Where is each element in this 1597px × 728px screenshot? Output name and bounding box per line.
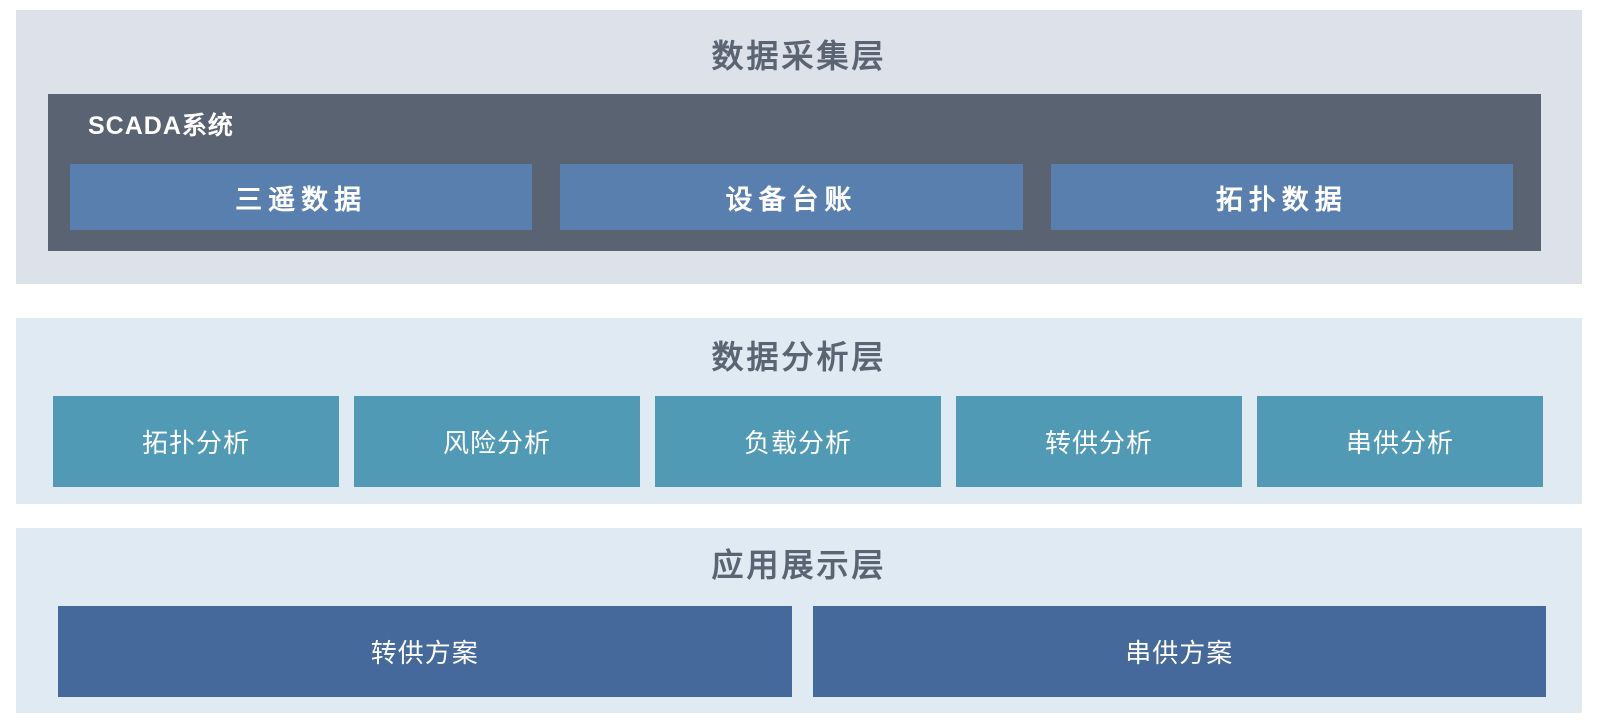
layer-title-data-analysis: 数据分析层 — [711, 339, 887, 375]
layer-application-display: 应用展示层 转供方案 串供方案 — [16, 528, 1582, 713]
box-transfer-supply-plan: 转供方案 — [58, 606, 792, 697]
scada-items-row: 三遥数据 设备台账 拓扑数据 — [70, 164, 1513, 230]
application-items-row: 转供方案 串供方案 — [58, 606, 1546, 697]
box-topology-analysis: 拓扑分析 — [53, 396, 339, 487]
layer-data-collection: 数据采集层 SCADA系统 三遥数据 设备台账 拓扑数据 — [16, 10, 1582, 284]
box-topology-data: 拓扑数据 — [1050, 164, 1513, 230]
box-load-analysis: 负载分析 — [655, 396, 941, 487]
scada-system-label: SCADA系统 — [88, 112, 234, 140]
box-series-supply-plan: 串供方案 — [812, 606, 1546, 697]
layer-title-application-display: 应用展示层 — [711, 547, 887, 583]
layer-data-analysis: 数据分析层 拓扑分析 风险分析 负载分析 转供分析 串供分析 — [16, 318, 1582, 504]
layer-title-data-collection: 数据采集层 — [711, 38, 887, 74]
box-telemetry-data: 三遥数据 — [70, 164, 533, 230]
box-series-supply-analysis: 串供分析 — [1257, 396, 1543, 487]
box-equipment-ledger: 设备台账 — [560, 164, 1023, 230]
scada-system-group: SCADA系统 三遥数据 设备台账 拓扑数据 — [48, 94, 1541, 251]
box-transfer-supply-analysis: 转供分析 — [956, 396, 1242, 487]
box-risk-analysis: 风险分析 — [354, 396, 640, 487]
analysis-items-row: 拓扑分析 风险分析 负载分析 转供分析 串供分析 — [53, 396, 1543, 487]
